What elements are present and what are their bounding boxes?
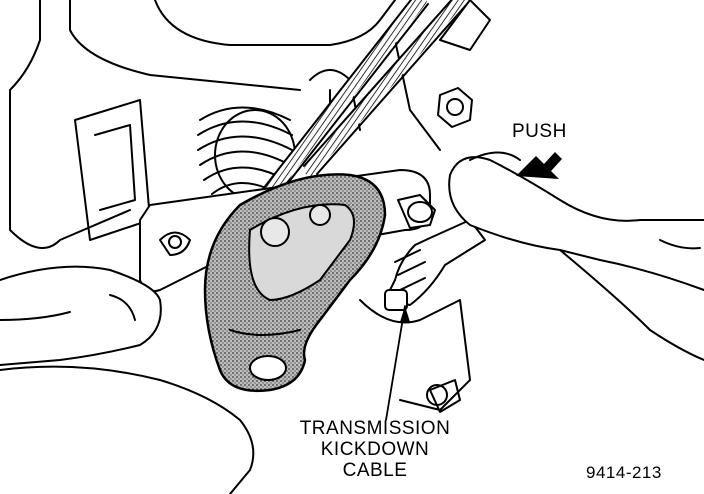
holding-hand [0, 265, 255, 494]
push-arrow [516, 152, 562, 179]
callout-line-1: TRANSMISSION [299, 418, 451, 439]
callout-line-3: CABLE [342, 460, 408, 481]
throttle-body [9, 0, 441, 249]
pushing-hand [448, 151, 704, 361]
push-label: PUSH [512, 121, 567, 142]
kickdown-cable-callout: TRANSMISSION KICKDOWN CABLE [290, 418, 460, 481]
callout-line-2: KICKDOWN [320, 439, 430, 460]
figure-number: 9414-213 [586, 463, 662, 482]
throttle-lever [203, 173, 387, 393]
lever-stud [397, 194, 436, 229]
callout-leader-line [385, 305, 410, 421]
kickdown-cable-end [384, 219, 486, 311]
bracket-bolt [437, 87, 473, 128]
